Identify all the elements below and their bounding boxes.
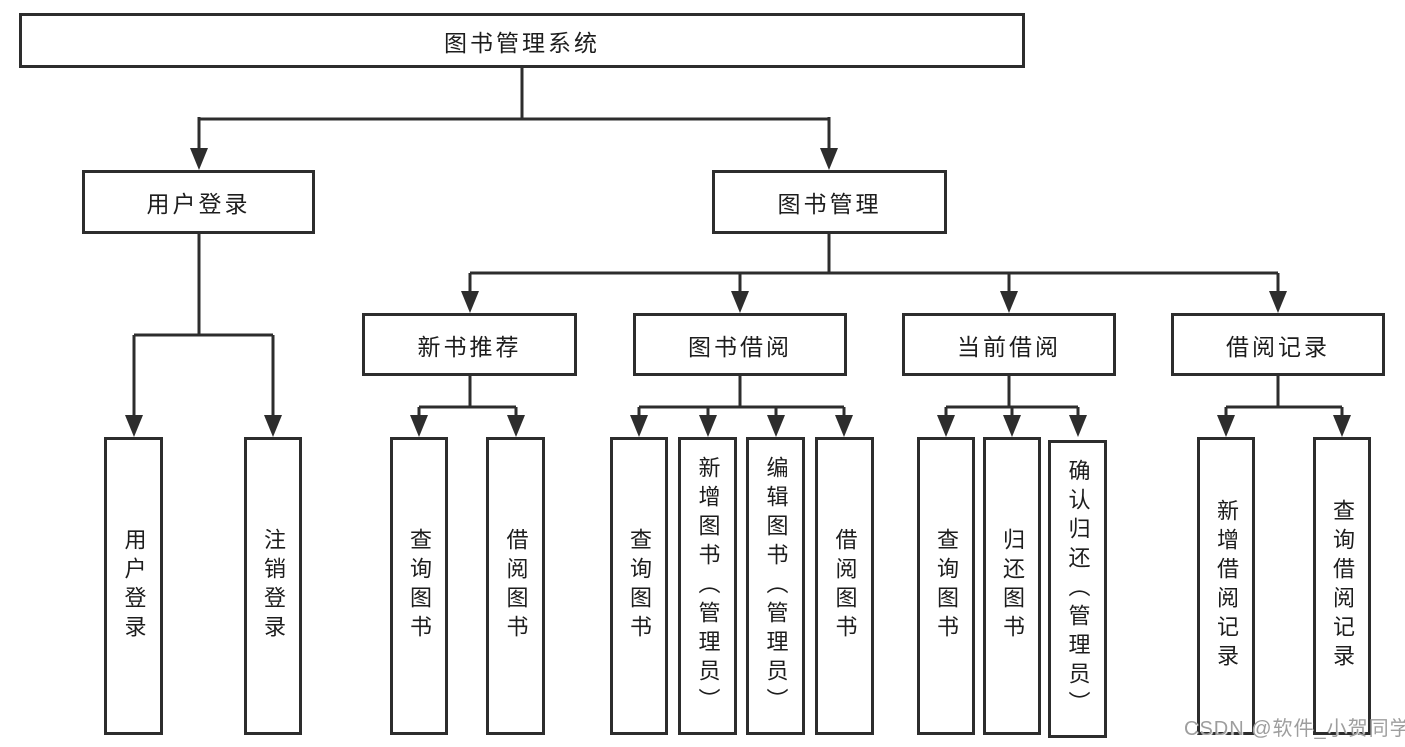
connector-user-login-children [125, 233, 282, 437]
arrowhead-icon [1217, 415, 1235, 437]
connector-book-borrow-children [630, 376, 853, 437]
leaf-query-borrow-record: 查询借阅记录 [1313, 437, 1371, 735]
arrowhead-icon [461, 291, 479, 313]
arrowhead-icon [1003, 415, 1021, 437]
node-user-login: 用户登录 [82, 170, 315, 234]
leaf-query-books-recommend: 查询图书 [390, 437, 448, 735]
leaf-user-login: 用户登录 [104, 437, 163, 735]
arrowhead-icon [1269, 291, 1287, 313]
arrowhead-icon [820, 148, 838, 170]
connector-current-borrow-children [937, 376, 1087, 437]
leaf-confirm-return-admin: 确认归还（管理员） [1048, 440, 1107, 738]
connector-book-management-children [461, 233, 1287, 313]
arrowhead-icon [264, 415, 282, 437]
arrowhead-icon [630, 415, 648, 437]
leaf-borrow-books: 借阅图书 [815, 437, 874, 735]
arrowhead-icon [410, 415, 428, 437]
arrowhead-icon [1333, 415, 1351, 437]
node-root-system: 图书管理系统 [19, 13, 1025, 68]
arrowhead-icon [190, 148, 208, 170]
connector-root-to-level2 [190, 68, 838, 170]
arrowhead-icon [767, 415, 785, 437]
arrowhead-icon [835, 415, 853, 437]
leaf-add-borrow-record: 新增借阅记录 [1197, 437, 1255, 735]
arrowhead-icon [125, 415, 143, 437]
leaf-borrow-books-recommend: 借阅图书 [486, 437, 545, 735]
arrowhead-icon [1069, 415, 1087, 437]
leaf-logout: 注销登录 [244, 437, 302, 735]
arrowhead-icon [699, 415, 717, 437]
leaf-return-books: 归还图书 [983, 437, 1041, 735]
connector-borrow-records-children [1217, 376, 1351, 437]
node-borrow-records: 借阅记录 [1171, 313, 1385, 376]
node-new-book-recommend: 新书推荐 [362, 313, 577, 376]
node-book-management: 图书管理 [712, 170, 947, 234]
connector-new-book-recommend-children [410, 376, 525, 437]
arrowhead-icon [1000, 291, 1018, 313]
node-book-borrow: 图书借阅 [633, 313, 847, 376]
arrowhead-icon [507, 415, 525, 437]
csdn-watermark: CSDN @软件_小贺同学 [1184, 718, 1405, 740]
leaf-query-books-borrow: 查询图书 [610, 437, 668, 735]
arrowhead-icon [731, 291, 749, 313]
leaf-edit-books-admin: 编辑图书（管理员） [746, 437, 805, 735]
arrowhead-icon [937, 415, 955, 437]
leaf-query-books-current: 查询图书 [917, 437, 975, 735]
node-current-borrow: 当前借阅 [902, 313, 1116, 376]
leaf-add-books-admin: 新增图书（管理员） [678, 437, 737, 735]
